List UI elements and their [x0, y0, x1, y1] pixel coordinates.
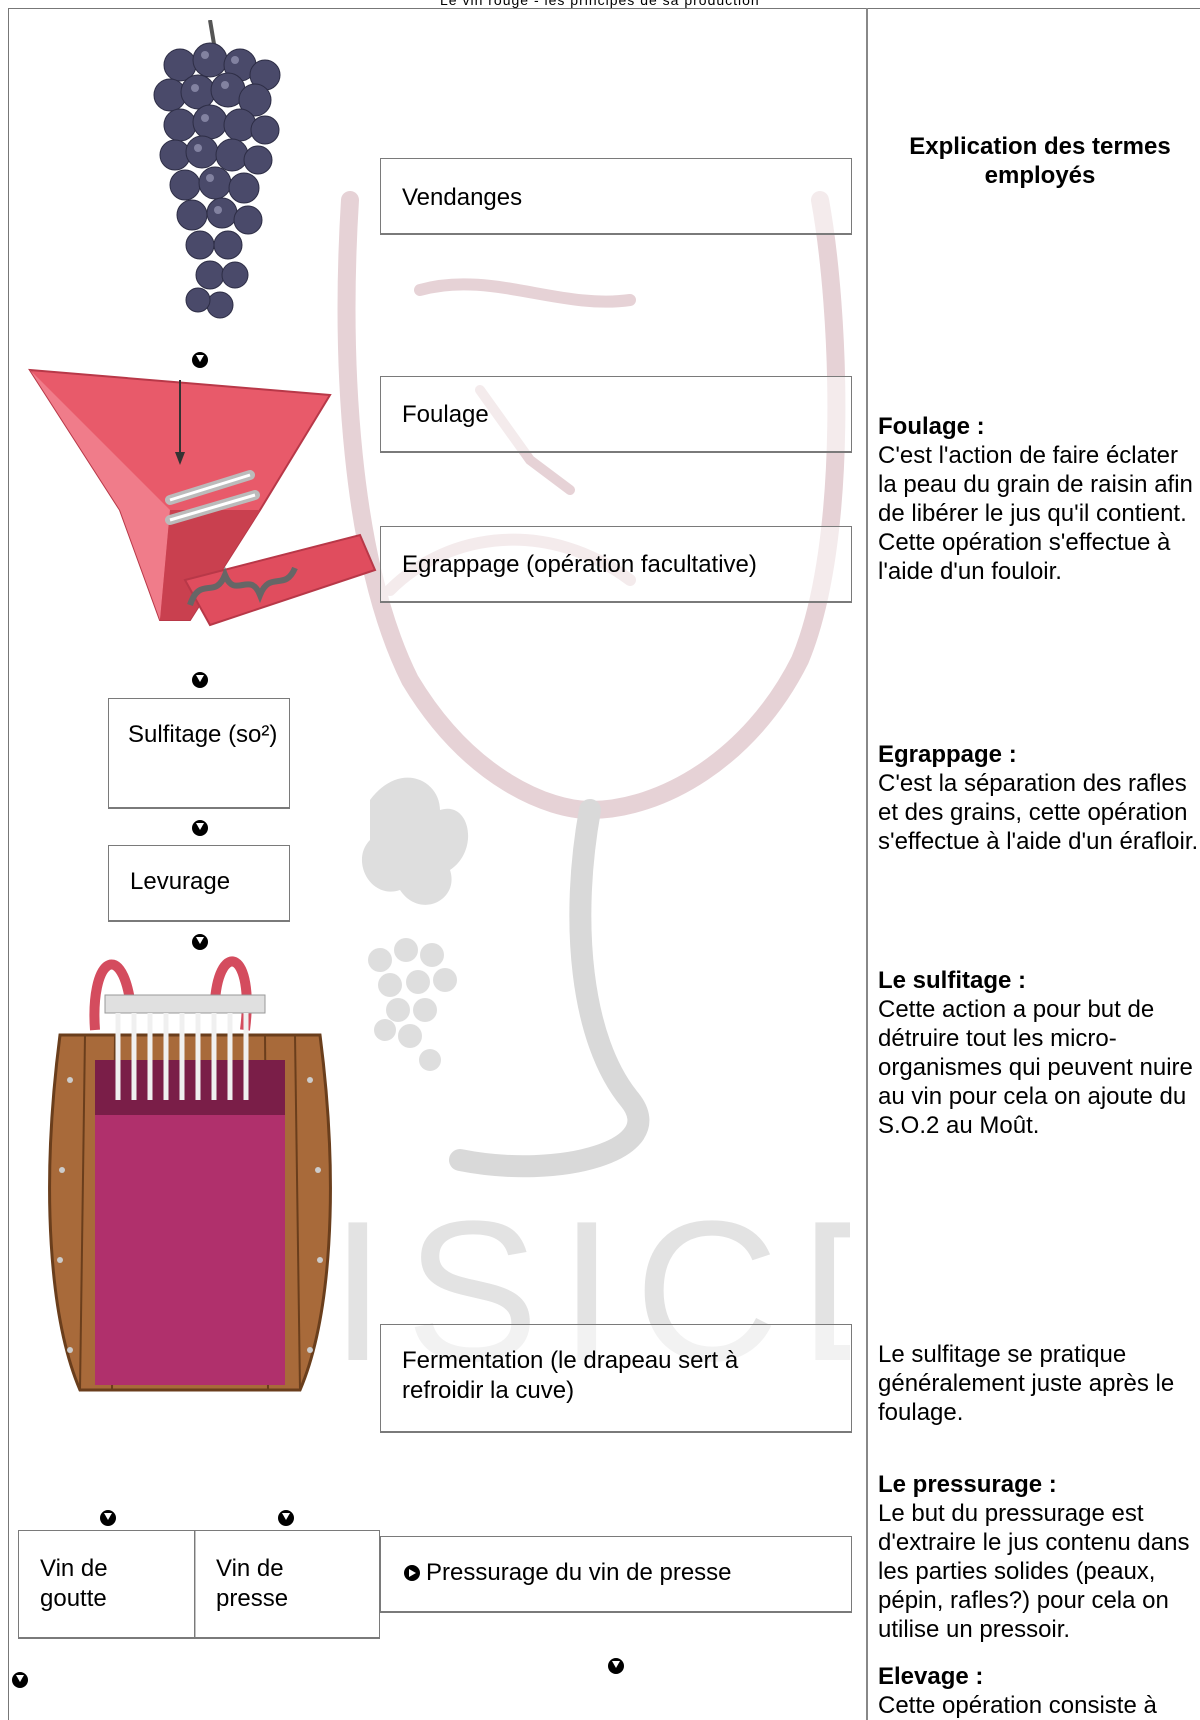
grape-bunch-image	[140, 20, 290, 330]
term-sulfitage: Le sulfitage : Cette action a pour but d…	[878, 966, 1200, 1140]
step-vin-presse-label: Vin de presse	[216, 1554, 356, 1614]
step-vin-goutte-label: Vin de goutte	[40, 1554, 180, 1614]
step-vendanges-label: Vendanges	[402, 183, 522, 213]
term-heading: Foulage :	[878, 412, 1200, 441]
crusher-destemmer-image	[20, 360, 390, 660]
term-text: C'est l'action de faire éclater la peau …	[878, 441, 1200, 586]
fermentation-vat-image	[40, 940, 340, 1410]
step-sulfitage-label: Sulfitage (so²)	[128, 720, 278, 750]
term-heading: Elevage :	[878, 1662, 1200, 1691]
arrow-down-icon	[192, 934, 208, 950]
term-heading: Egrappage :	[878, 740, 1200, 769]
term-egrappage: Egrappage : C'est la séparation des rafl…	[878, 740, 1200, 856]
arrow-down-icon	[192, 820, 208, 836]
arrow-down-icon	[192, 352, 208, 368]
step-sulfitage	[108, 698, 290, 809]
watermark-logo: ISICD	[330, 160, 850, 1480]
arrow-right-icon	[404, 1565, 420, 1581]
arrow-down-icon	[12, 1672, 28, 1688]
table-left-border	[8, 8, 9, 1720]
term-text: Cette action a pour but de détruire tout…	[878, 995, 1200, 1140]
term-text: Le but du pressurage est d'extraire le j…	[878, 1499, 1200, 1644]
term-text: C'est la séparation des rafles et des gr…	[878, 769, 1200, 856]
term-heading: Le pressurage :	[878, 1470, 1200, 1499]
sidebar-title: Explication des termes employés	[880, 132, 1200, 190]
term-text: Le sulfitage se pratique généralement ju…	[878, 1340, 1200, 1427]
step-fermentation-label: Fermentation (le drapeau sert à refroidi…	[402, 1346, 822, 1406]
term-heading: Le sulfitage :	[878, 966, 1200, 995]
step-levurage-label: Levurage	[130, 867, 230, 897]
arrow-down-icon	[278, 1510, 294, 1526]
arrow-down-icon	[608, 1658, 624, 1674]
arrow-down-icon	[192, 672, 208, 688]
step-foulage-label: Foulage	[402, 400, 489, 430]
arrow-down-icon	[100, 1510, 116, 1526]
term-foulage: Foulage : C'est l'action de faire éclate…	[878, 412, 1200, 586]
term-pressurage: Le pressurage : Le but du pressurage est…	[878, 1470, 1200, 1644]
table-top-border	[8, 8, 1200, 9]
column-divider	[866, 8, 868, 1720]
term-sulfitage-note: Le sulfitage se pratique généralement ju…	[878, 1340, 1200, 1427]
term-text: Cette opération consiste à	[878, 1691, 1200, 1720]
term-elevage: Elevage : Cette opération consiste à	[878, 1662, 1200, 1720]
step-egrappage-label: Egrappage (opération facultative)	[402, 550, 757, 580]
step-pressurage-label: Pressurage du vin de presse	[426, 1558, 732, 1588]
page-title-clipped: Le vin rouge - les principes de sa produ…	[440, 0, 760, 8]
